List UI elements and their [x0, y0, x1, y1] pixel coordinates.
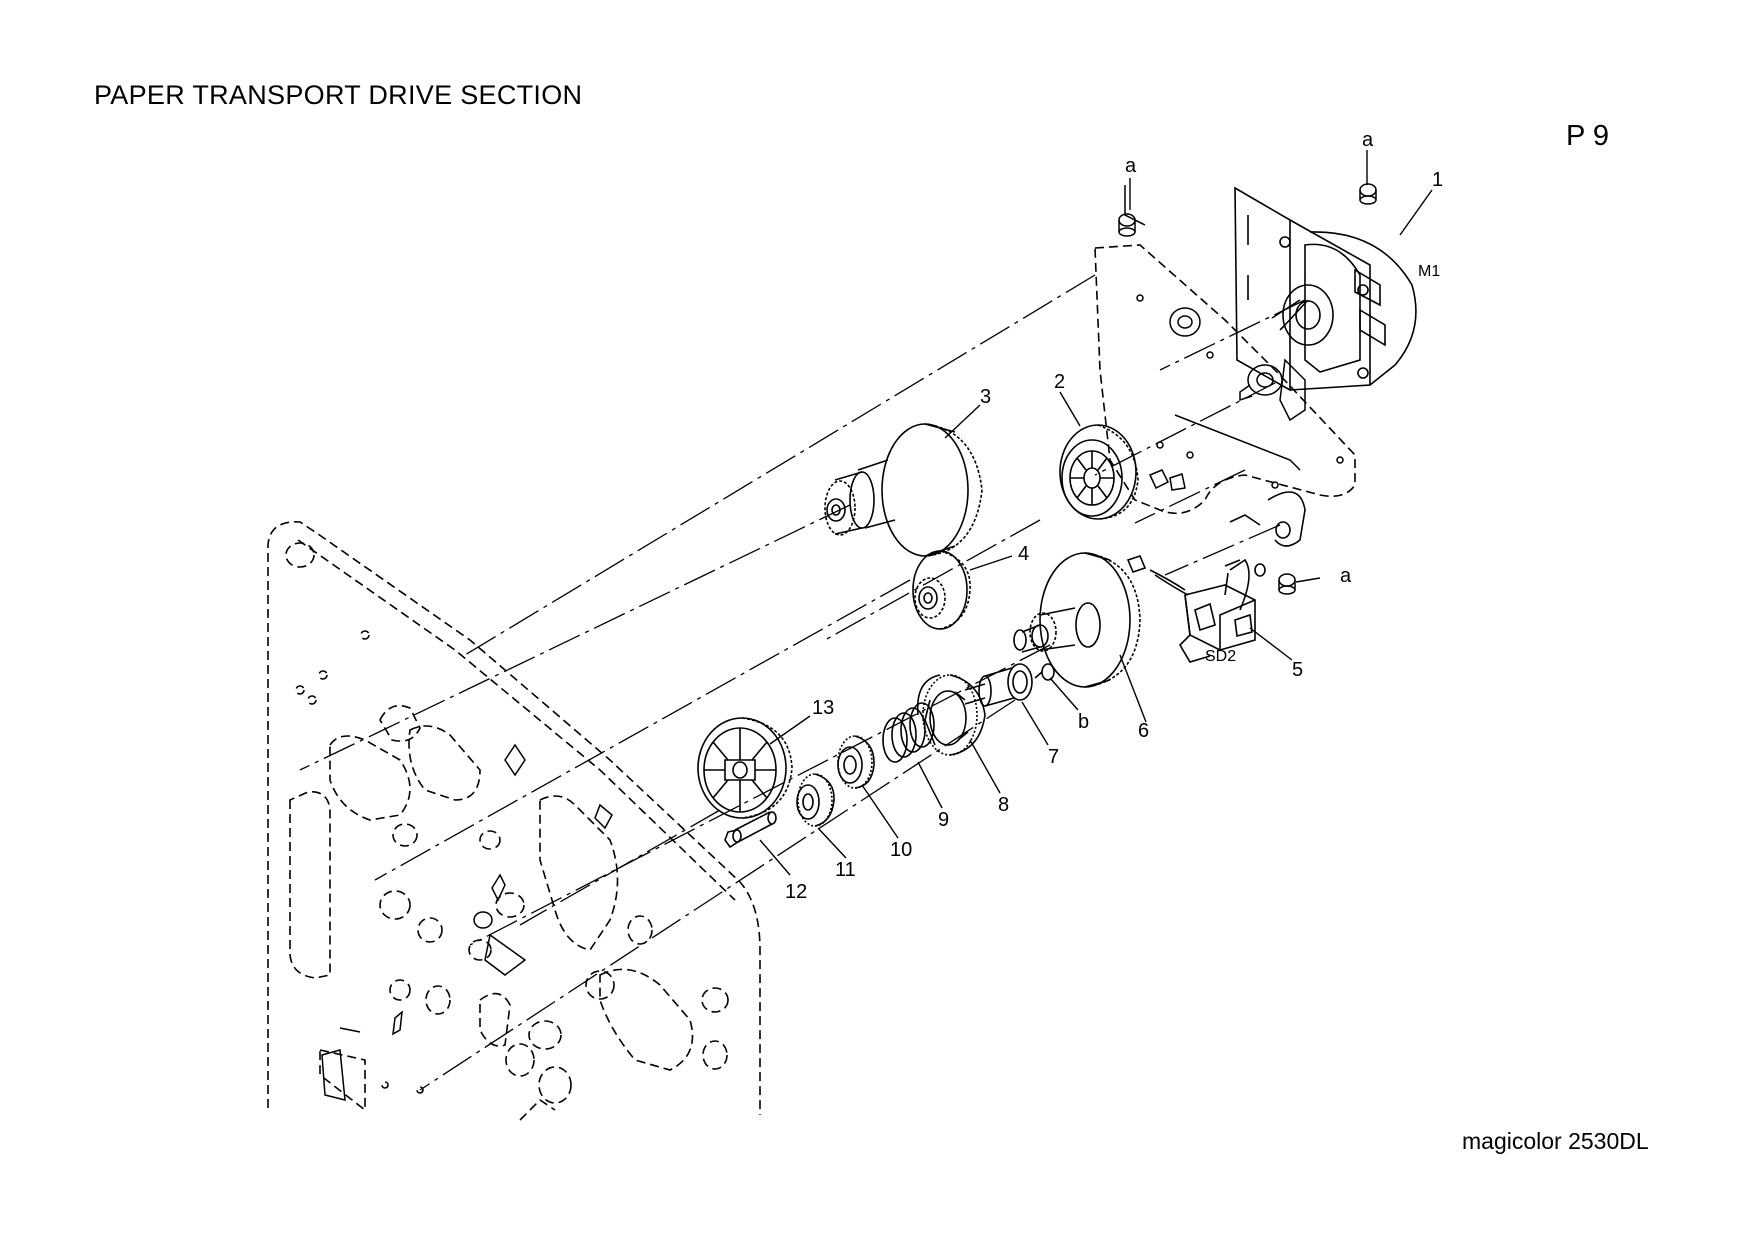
callout-11: 11 — [835, 859, 856, 881]
frame-details — [321, 743, 613, 1101]
callout-a-top-right: a — [1362, 129, 1374, 151]
callout-8: 8 — [998, 794, 1009, 816]
label-m1: M1 — [1418, 263, 1440, 280]
screw-a-2 — [1359, 183, 1377, 205]
callout-3: 3 — [980, 386, 991, 408]
callout-12: 12 — [785, 881, 807, 903]
page-title: PAPER TRANSPORT DRIVE SECTION — [94, 80, 583, 110]
callout-7: 7 — [1048, 746, 1059, 768]
callout-4: 4 — [1018, 543, 1029, 565]
motor-m1 — [1234, 186, 1417, 392]
screw-a-3 — [1278, 573, 1296, 595]
label-sd2: SD2 — [1205, 648, 1236, 665]
callout-10: 10 — [890, 839, 912, 861]
gear-2 — [1059, 424, 1139, 520]
axis-lines — [299, 274, 1306, 1091]
callout-1: 1 — [1432, 169, 1443, 191]
callout-9: 9 — [938, 809, 949, 831]
page-number: P 9 — [1566, 120, 1610, 152]
shaft-7 — [964, 663, 1055, 707]
motor-bracket-details — [1136, 294, 1344, 491]
screw-a-1 — [1118, 185, 1146, 237]
motor-bracket — [1094, 244, 1356, 515]
gear-3 — [824, 423, 983, 557]
callout-2: 2 — [1054, 371, 1065, 393]
callout-13: 13 — [812, 697, 834, 719]
model-name: magicolor 2530DL — [1462, 1128, 1649, 1154]
callout-5: 5 — [1292, 659, 1303, 681]
callout-b: b — [1078, 711, 1089, 733]
callout-labels: 1 a a M1 2 3 4 a SD2 5 6 b 7 8 9 10 11 1… — [785, 129, 1443, 903]
callout-6: 6 — [1138, 720, 1149, 742]
callout-a-right: a — [1340, 565, 1352, 587]
side-frame — [267, 521, 761, 1121]
shaft-12 — [724, 811, 777, 849]
gear-6 — [1013, 552, 1141, 688]
spring-9 — [882, 702, 935, 763]
gear-13 — [697, 717, 793, 819]
callout-a-top-left: a — [1125, 155, 1137, 177]
leader-lines — [759, 150, 1433, 876]
gear-4 — [912, 550, 971, 630]
gear-10 — [837, 735, 875, 789]
solenoid-sd2 — [1126, 491, 1306, 663]
gear-11 — [796, 773, 835, 827]
